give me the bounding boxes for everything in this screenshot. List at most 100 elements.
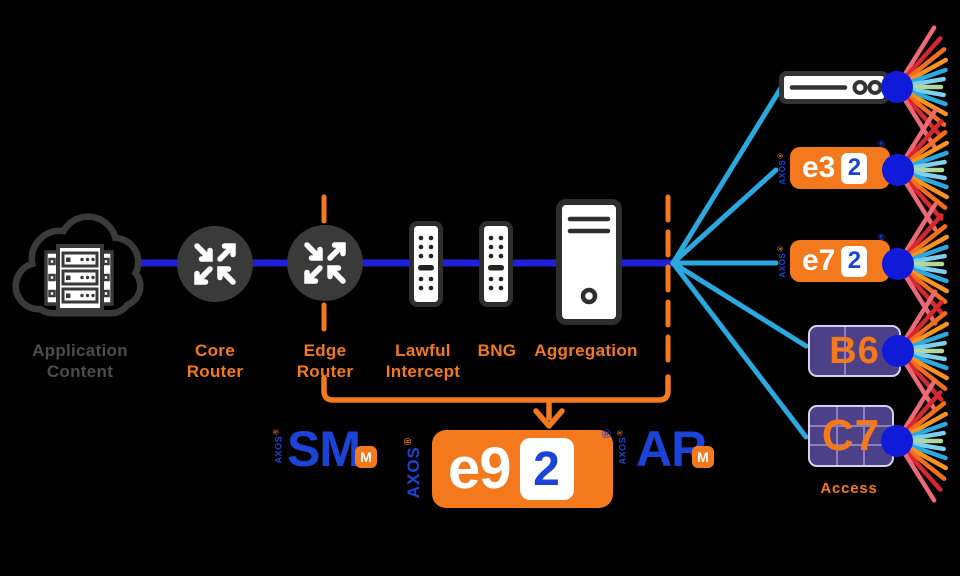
aggregation-label: Aggregation [534, 341, 638, 360]
registered-mark: ® [878, 139, 885, 149]
axos-text: AXOS [778, 159, 787, 185]
fan-line [908, 169, 947, 181]
divider [836, 407, 839, 465]
device-name: e9 [448, 436, 512, 501]
fan-line [908, 350, 947, 362]
fan-line [906, 57, 948, 83]
core-router-icon [177, 226, 253, 302]
fan-line [904, 358, 944, 402]
ar-module-badge: M [692, 446, 714, 468]
device-e7-2: e7 2 [790, 240, 890, 282]
fan-line [906, 411, 948, 437]
device-number: 2 [841, 245, 868, 277]
fan-line [905, 175, 948, 210]
down-arrow [533, 399, 565, 429]
device-e3-2: e3 2 [790, 147, 890, 189]
fan-line [901, 449, 937, 503]
application-content-label: Application Content [32, 341, 128, 381]
fan-line [908, 159, 947, 171]
fan-line [904, 300, 944, 344]
registered-mark: ® [778, 153, 785, 159]
device-number: 2 [841, 152, 868, 184]
fan-line [901, 379, 937, 433]
sm-module-badge: M [355, 446, 377, 468]
axos-text: AXOS [273, 435, 284, 464]
registered-mark: ® [403, 437, 414, 446]
divider [863, 407, 866, 465]
divider [843, 327, 846, 375]
fan-line [907, 268, 949, 294]
fan-line [906, 445, 948, 471]
bng-icon [479, 221, 513, 307]
fan-line [904, 213, 944, 257]
core-router-label: Core Router [186, 341, 244, 381]
registered-mark: ® [602, 427, 611, 441]
server-rack-icon [44, 244, 114, 312]
fan-line [903, 390, 943, 434]
fan-line [907, 174, 949, 200]
edge-router-icon [287, 225, 363, 301]
axos-brand-e9: AXOS® [403, 428, 424, 508]
device-name: B6 [829, 329, 880, 372]
axos-text: AXOS [404, 446, 423, 499]
axos-brand-sm: AXOS® [274, 424, 287, 470]
lawful-intercept-icon [409, 221, 443, 307]
fan-line [902, 108, 938, 162]
edge-router-label: Edge Router [296, 341, 354, 381]
fan-line [904, 119, 944, 163]
registered-mark: ® [778, 246, 785, 252]
fan-line [908, 353, 949, 371]
fan-line [907, 355, 949, 381]
device-c7: C7 [808, 405, 894, 467]
fan-line [907, 86, 946, 98]
fan-line [907, 67, 948, 85]
fan-line [903, 36, 943, 80]
fan-line [902, 359, 938, 413]
fan-line [903, 448, 943, 492]
fan-line [905, 311, 948, 346]
fan-line [907, 443, 948, 461]
sm-logo: SM [287, 421, 361, 477]
fan-line [907, 430, 946, 442]
fan-line [902, 202, 938, 256]
fan-line [907, 76, 946, 88]
fan-line [907, 321, 949, 347]
fan-line [902, 289, 938, 343]
lawful-intercept-label: Lawful Intercept [385, 341, 461, 381]
axos-text: AXOS [778, 252, 787, 278]
fan-line [907, 440, 946, 452]
divider [810, 424, 892, 427]
registered-mark: ® [617, 430, 625, 436]
divider [810, 444, 892, 447]
axos-brand-ar: AXOS® [618, 425, 631, 471]
fan-line [907, 421, 948, 439]
fan-line [908, 266, 949, 284]
cloud-icon [12, 213, 144, 317]
fan-line [905, 224, 948, 259]
fan-line [904, 47, 947, 82]
fan-line [908, 263, 947, 275]
device-name: C7 [821, 411, 881, 460]
fan-line [907, 234, 949, 260]
access-section-label: Access [820, 480, 878, 497]
device-name: e3 [802, 151, 836, 184]
fan-line [902, 272, 938, 326]
registered-mark: ® [878, 232, 885, 242]
fan-line [904, 92, 947, 127]
fan-line [901, 25, 937, 79]
bng-label: BNG [477, 341, 517, 360]
fan-line [904, 401, 947, 436]
fan-line [908, 172, 949, 190]
fan-line [902, 178, 938, 232]
fan-line [905, 269, 948, 304]
registered-mark: ® [273, 429, 281, 435]
device-e9-2: e9 2 [432, 430, 613, 508]
fan-line [907, 140, 949, 166]
device-number: 2 [519, 438, 574, 500]
fan-line [905, 356, 948, 391]
device-b6: B6 [808, 325, 901, 377]
device-name: e7 [802, 244, 836, 277]
fan-line [901, 95, 937, 149]
fan-line [903, 94, 943, 138]
